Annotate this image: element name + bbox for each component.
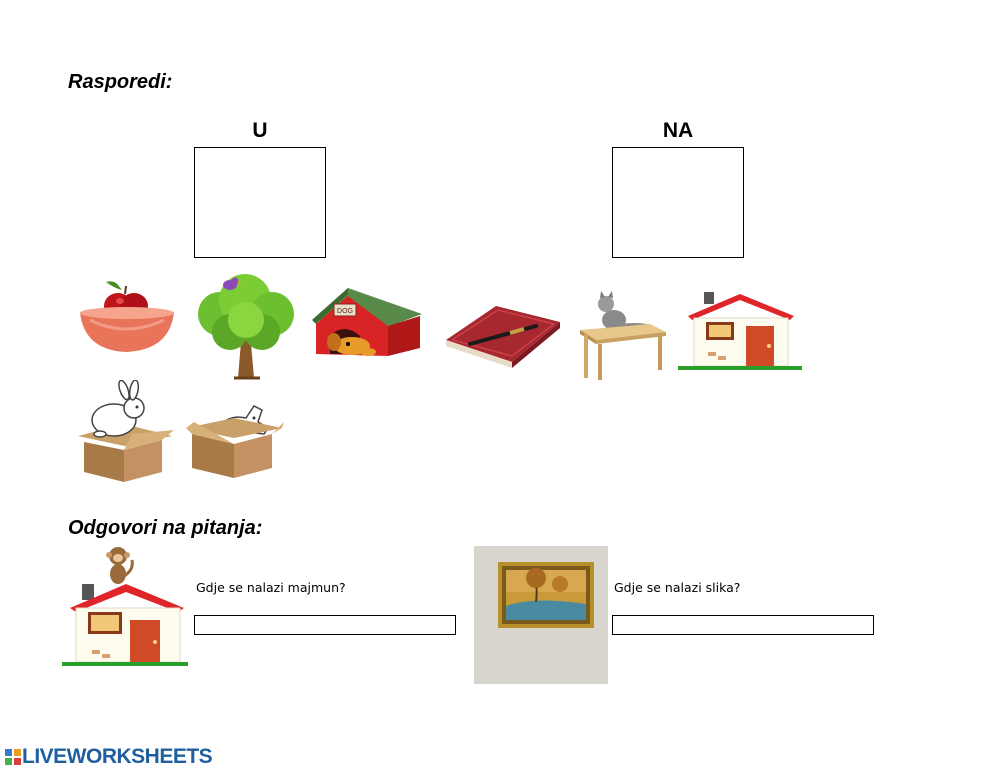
section-title-questions: Odgovori na pitanja: [68,517,263,539]
card-apple-in-bowl[interactable] [76,276,178,360]
section-title-arrange: Rasporedi: [68,71,173,93]
pen-on-book-icon [446,306,560,368]
drop-zone-na[interactable] [612,147,744,258]
picture-on-wall-icon [474,546,608,684]
question-monkey-text: Gdje se nalazi majmun? [196,580,346,595]
rabbit-in-box-icon [186,405,284,478]
card-cat-on-table[interactable] [578,290,668,382]
rabbit-on-box-icon [78,379,174,482]
logo-text: LIVEWORKSHEETS [22,745,213,768]
question-picture-text: Gdje se nalazi slika? [614,580,741,595]
card-pen-on-book[interactable] [440,300,564,370]
column-label-na: NA [662,119,694,142]
answer-monkey-input[interactable] [194,615,456,635]
card-dog-in-doghouse[interactable]: DOG [308,284,430,360]
cat-on-table-icon [580,291,666,380]
column-label-u: U [252,119,268,142]
logo-icon [5,749,21,765]
dog-in-doghouse-icon: DOG [312,288,422,356]
card-rabbit-in-box[interactable] [184,388,288,480]
drop-zone-u[interactable] [194,147,326,258]
bird-on-tree-icon [198,274,294,380]
answer-picture-input[interactable] [612,615,874,635]
svg-text:DOG: DOG [337,308,353,315]
monkey-on-house-icon [62,547,188,666]
liveworksheets-logo[interactable]: LIVEWORKSHEETS [4,745,213,769]
apple-in-bowl-icon [80,281,174,352]
question-image-picture [474,546,608,684]
question-image-monkey [62,546,190,670]
card-bird-on-tree[interactable] [190,270,300,382]
house-icon [678,292,802,370]
card-house[interactable] [678,290,804,374]
card-rabbit-on-box[interactable] [74,379,178,484]
